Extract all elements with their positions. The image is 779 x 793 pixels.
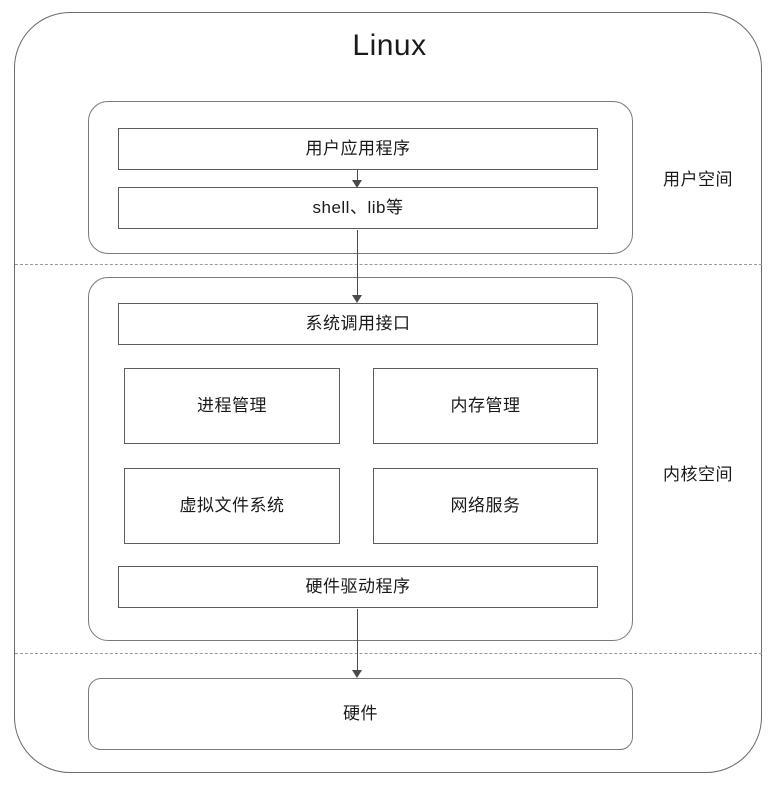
page-title: Linux: [352, 29, 427, 62]
region-label-kernel-space: 内核空间: [663, 465, 733, 484]
module-system-call-interface[interactable]: 系统调用接口: [118, 303, 598, 345]
module-virtual-file-system[interactable]: 虚拟文件系统: [124, 468, 340, 544]
kernel-space-group: [88, 277, 633, 641]
user-space-group: [88, 101, 633, 254]
connector-line-app-to-shell: [357, 170, 358, 182]
region-label-user-space: 用户空间: [663, 170, 733, 189]
module-hardware[interactable]: 硬件: [88, 678, 633, 750]
module-network-service[interactable]: 网络服务: [373, 468, 598, 544]
module-process-management[interactable]: 进程管理: [124, 368, 340, 444]
module-shell-lib[interactable]: shell、lib等: [118, 187, 598, 229]
arrow-down-icon-shell-to-syscall: [352, 295, 362, 303]
connector-line-shell-to-syscall: [357, 230, 358, 296]
arrow-down-icon-driver-to-hardware: [352, 670, 362, 678]
kernel-hardware-boundary-divider: [15, 653, 762, 654]
user-kernel-boundary-divider: [15, 264, 762, 265]
arrow-down-icon-app-to-shell: [352, 180, 362, 188]
connector-line-driver-to-hardware: [357, 609, 358, 671]
module-user-application[interactable]: 用户应用程序: [118, 128, 598, 170]
module-hardware-driver[interactable]: 硬件驱动程序: [118, 566, 598, 608]
module-memory-management[interactable]: 内存管理: [373, 368, 598, 444]
linux-system-container: [14, 12, 762, 773]
